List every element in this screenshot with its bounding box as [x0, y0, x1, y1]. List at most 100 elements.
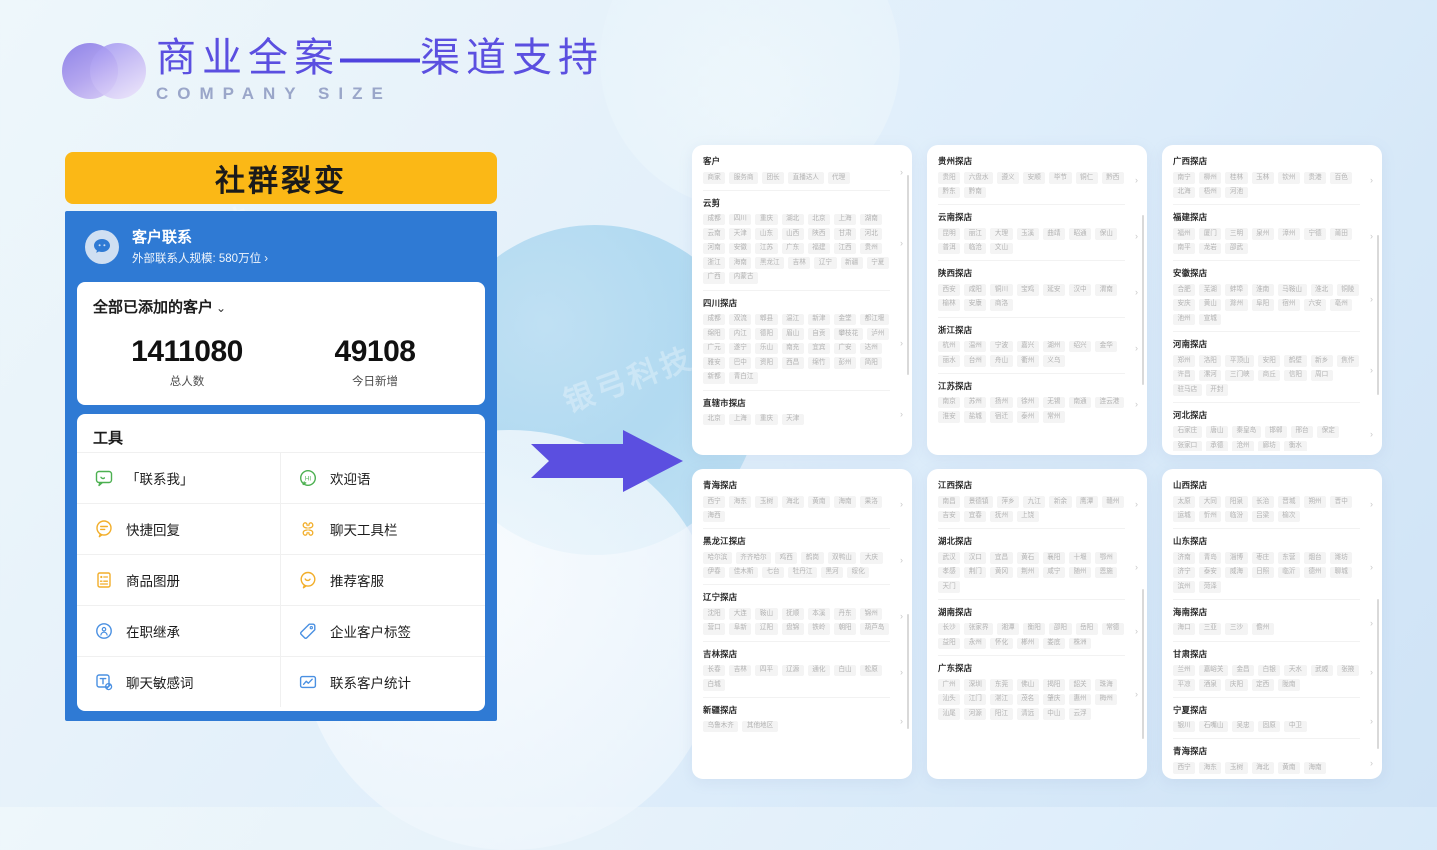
city-chip[interactable]: 庆阳 [1225, 679, 1248, 691]
city-chip[interactable]: 常州 [1042, 411, 1065, 423]
tool-item[interactable]: 在职继承 [77, 604, 281, 656]
city-chip[interactable]: 鞍山 [755, 608, 778, 620]
city-chip[interactable]: 浙江 [703, 257, 726, 269]
card-scrollbar[interactable] [907, 175, 909, 375]
city-chip[interactable]: 简阳 [860, 357, 883, 369]
chevron-right-icon[interactable]: › [900, 667, 903, 678]
city-chip[interactable]: 中山 [1042, 708, 1065, 720]
chevron-right-icon[interactable]: › [1135, 343, 1138, 354]
city-chip[interactable]: 广州 [938, 679, 961, 691]
city-chip[interactable]: 内江 [729, 328, 752, 340]
city-chip[interactable]: 池州 [1173, 313, 1196, 326]
app-header[interactable]: 客户联系 外部联系人规模: 580万位 › [65, 229, 497, 282]
city-chip[interactable]: 北京 [807, 213, 830, 226]
card-scrollbar[interactable] [907, 614, 909, 729]
city-chip[interactable]: 遂宁 [729, 342, 752, 355]
city-chip[interactable]: 抚州 [990, 510, 1013, 523]
city-chip[interactable]: 邵阳 [1049, 622, 1072, 635]
city-chip[interactable]: 山东 [755, 228, 778, 240]
city-chip[interactable]: 黄冈 [990, 566, 1013, 579]
city-chip[interactable]: 南充 [781, 342, 804, 355]
city-chip[interactable]: 岳阳 [1075, 622, 1098, 635]
city-chip[interactable]: 晋城 [1277, 496, 1300, 508]
city-chip[interactable]: 榆次 [1277, 510, 1300, 523]
tool-item[interactable]: 推荐客服 [281, 553, 485, 605]
city-chip[interactable]: 抚顺 [781, 608, 804, 620]
city-chip[interactable]: 嘉峪关 [1199, 664, 1228, 677]
city-chip[interactable]: 白山 [833, 664, 857, 677]
city-chip[interactable]: 襄阳 [1042, 552, 1065, 564]
city-chip[interactable]: 其他地区 [742, 720, 778, 733]
card-scrollbar[interactable] [1142, 215, 1144, 385]
city-chip[interactable]: 义乌 [1042, 355, 1065, 367]
city-chip[interactable]: 汕头 [938, 693, 961, 706]
city-chip[interactable]: 滁州 [1225, 298, 1248, 311]
city-chip[interactable]: 遵义 [996, 172, 1020, 184]
city-chip[interactable]: 绍兴 [1068, 340, 1092, 353]
city-chip[interactable]: 阜阳 [1251, 298, 1274, 311]
city-chip[interactable]: 秦皇岛 [1231, 425, 1261, 438]
city-chip[interactable]: 西安 [938, 284, 961, 296]
city-chip[interactable]: 内蒙古 [729, 271, 758, 284]
city-chip[interactable]: 临沂 [1277, 566, 1300, 579]
city-chip[interactable]: 廊坊 [1258, 440, 1281, 451]
city-chip[interactable]: 信阳 [1284, 369, 1307, 382]
city-chip[interactable]: 天水 [1284, 664, 1307, 677]
city-chip[interactable]: 金堂 [833, 313, 857, 326]
city-chip[interactable]: 长春 [703, 664, 726, 677]
city-chip[interactable]: 七台 [761, 566, 785, 579]
city-chip[interactable]: 鸡西 [775, 552, 798, 564]
city-chip[interactable]: 南宁 [1173, 172, 1196, 184]
city-chip[interactable]: 榆林 [938, 298, 961, 311]
city-chip[interactable]: 石嘴山 [1199, 720, 1228, 733]
city-chip[interactable]: 上饶 [1016, 510, 1039, 523]
city-chip[interactable]: 咸宁 [1042, 566, 1065, 579]
city-chip[interactable]: 锦州 [860, 608, 883, 620]
city-chip[interactable]: 新都 [703, 371, 726, 384]
city-chip[interactable]: 永州 [964, 637, 987, 650]
city-chip[interactable]: 玉树 [755, 496, 778, 508]
city-chip[interactable]: 直播达人 [788, 172, 824, 184]
city-chip[interactable]: 南昌 [938, 496, 961, 508]
city-chip[interactable]: 漳州 [1277, 228, 1300, 240]
city-chip[interactable]: 娄底 [1042, 637, 1065, 650]
city-chip[interactable]: 益阳 [938, 637, 961, 650]
city-chip[interactable]: 上海 [833, 213, 857, 226]
city-chip[interactable]: 三沙 [1225, 622, 1248, 635]
city-chip[interactable]: 随州 [1068, 566, 1092, 579]
city-chip[interactable]: 梧州 [1199, 186, 1222, 199]
city-chip[interactable]: 吉安 [938, 510, 961, 523]
city-chip[interactable]: 新津 [807, 313, 830, 326]
city-chip[interactable]: 彭州 [833, 357, 857, 369]
city-chip[interactable]: 河南 [703, 242, 726, 255]
city-chip[interactable]: 杭州 [938, 340, 961, 353]
city-chip[interactable]: 三亚 [1199, 622, 1222, 635]
city-chip[interactable]: 菏泽 [1199, 581, 1222, 593]
city-chip[interactable]: 许昌 [1173, 369, 1196, 382]
city-chip[interactable]: 湛江 [990, 693, 1013, 706]
city-chip[interactable]: 乌鲁木齐 [703, 720, 739, 733]
city-chip[interactable]: 云南 [703, 228, 726, 240]
chevron-right-icon[interactable]: › [900, 716, 903, 727]
city-chip[interactable]: 泉州 [1251, 228, 1274, 240]
chevron-right-icon[interactable]: › [1135, 174, 1138, 185]
chevron-right-icon[interactable]: › [1370, 428, 1373, 439]
chevron-right-icon[interactable]: › [900, 408, 903, 419]
city-chip[interactable]: 海东 [729, 496, 752, 508]
city-chip[interactable]: 巴中 [729, 357, 752, 369]
city-chip[interactable]: 双鸭山 [827, 552, 857, 564]
chevron-right-icon[interactable]: › [1370, 618, 1373, 629]
city-chip[interactable]: 团长 [761, 172, 785, 184]
city-chip[interactable]: 白银 [1258, 664, 1281, 677]
chevron-right-icon[interactable]: › [1135, 689, 1138, 700]
chevron-right-icon[interactable]: › [1370, 562, 1373, 573]
city-chip[interactable]: 珠海 [1095, 679, 1118, 691]
city-chip[interactable]: 玉林 [1251, 172, 1274, 184]
city-chip[interactable]: 荆州 [1016, 566, 1039, 579]
city-chip[interactable]: 青白江 [729, 371, 758, 384]
city-chip[interactable]: 鹤壁 [1284, 355, 1307, 367]
card-scrollbar[interactable] [1142, 589, 1144, 739]
city-chip[interactable]: 开封 [1205, 384, 1228, 396]
city-chip[interactable]: 铜仁 [1075, 172, 1098, 184]
